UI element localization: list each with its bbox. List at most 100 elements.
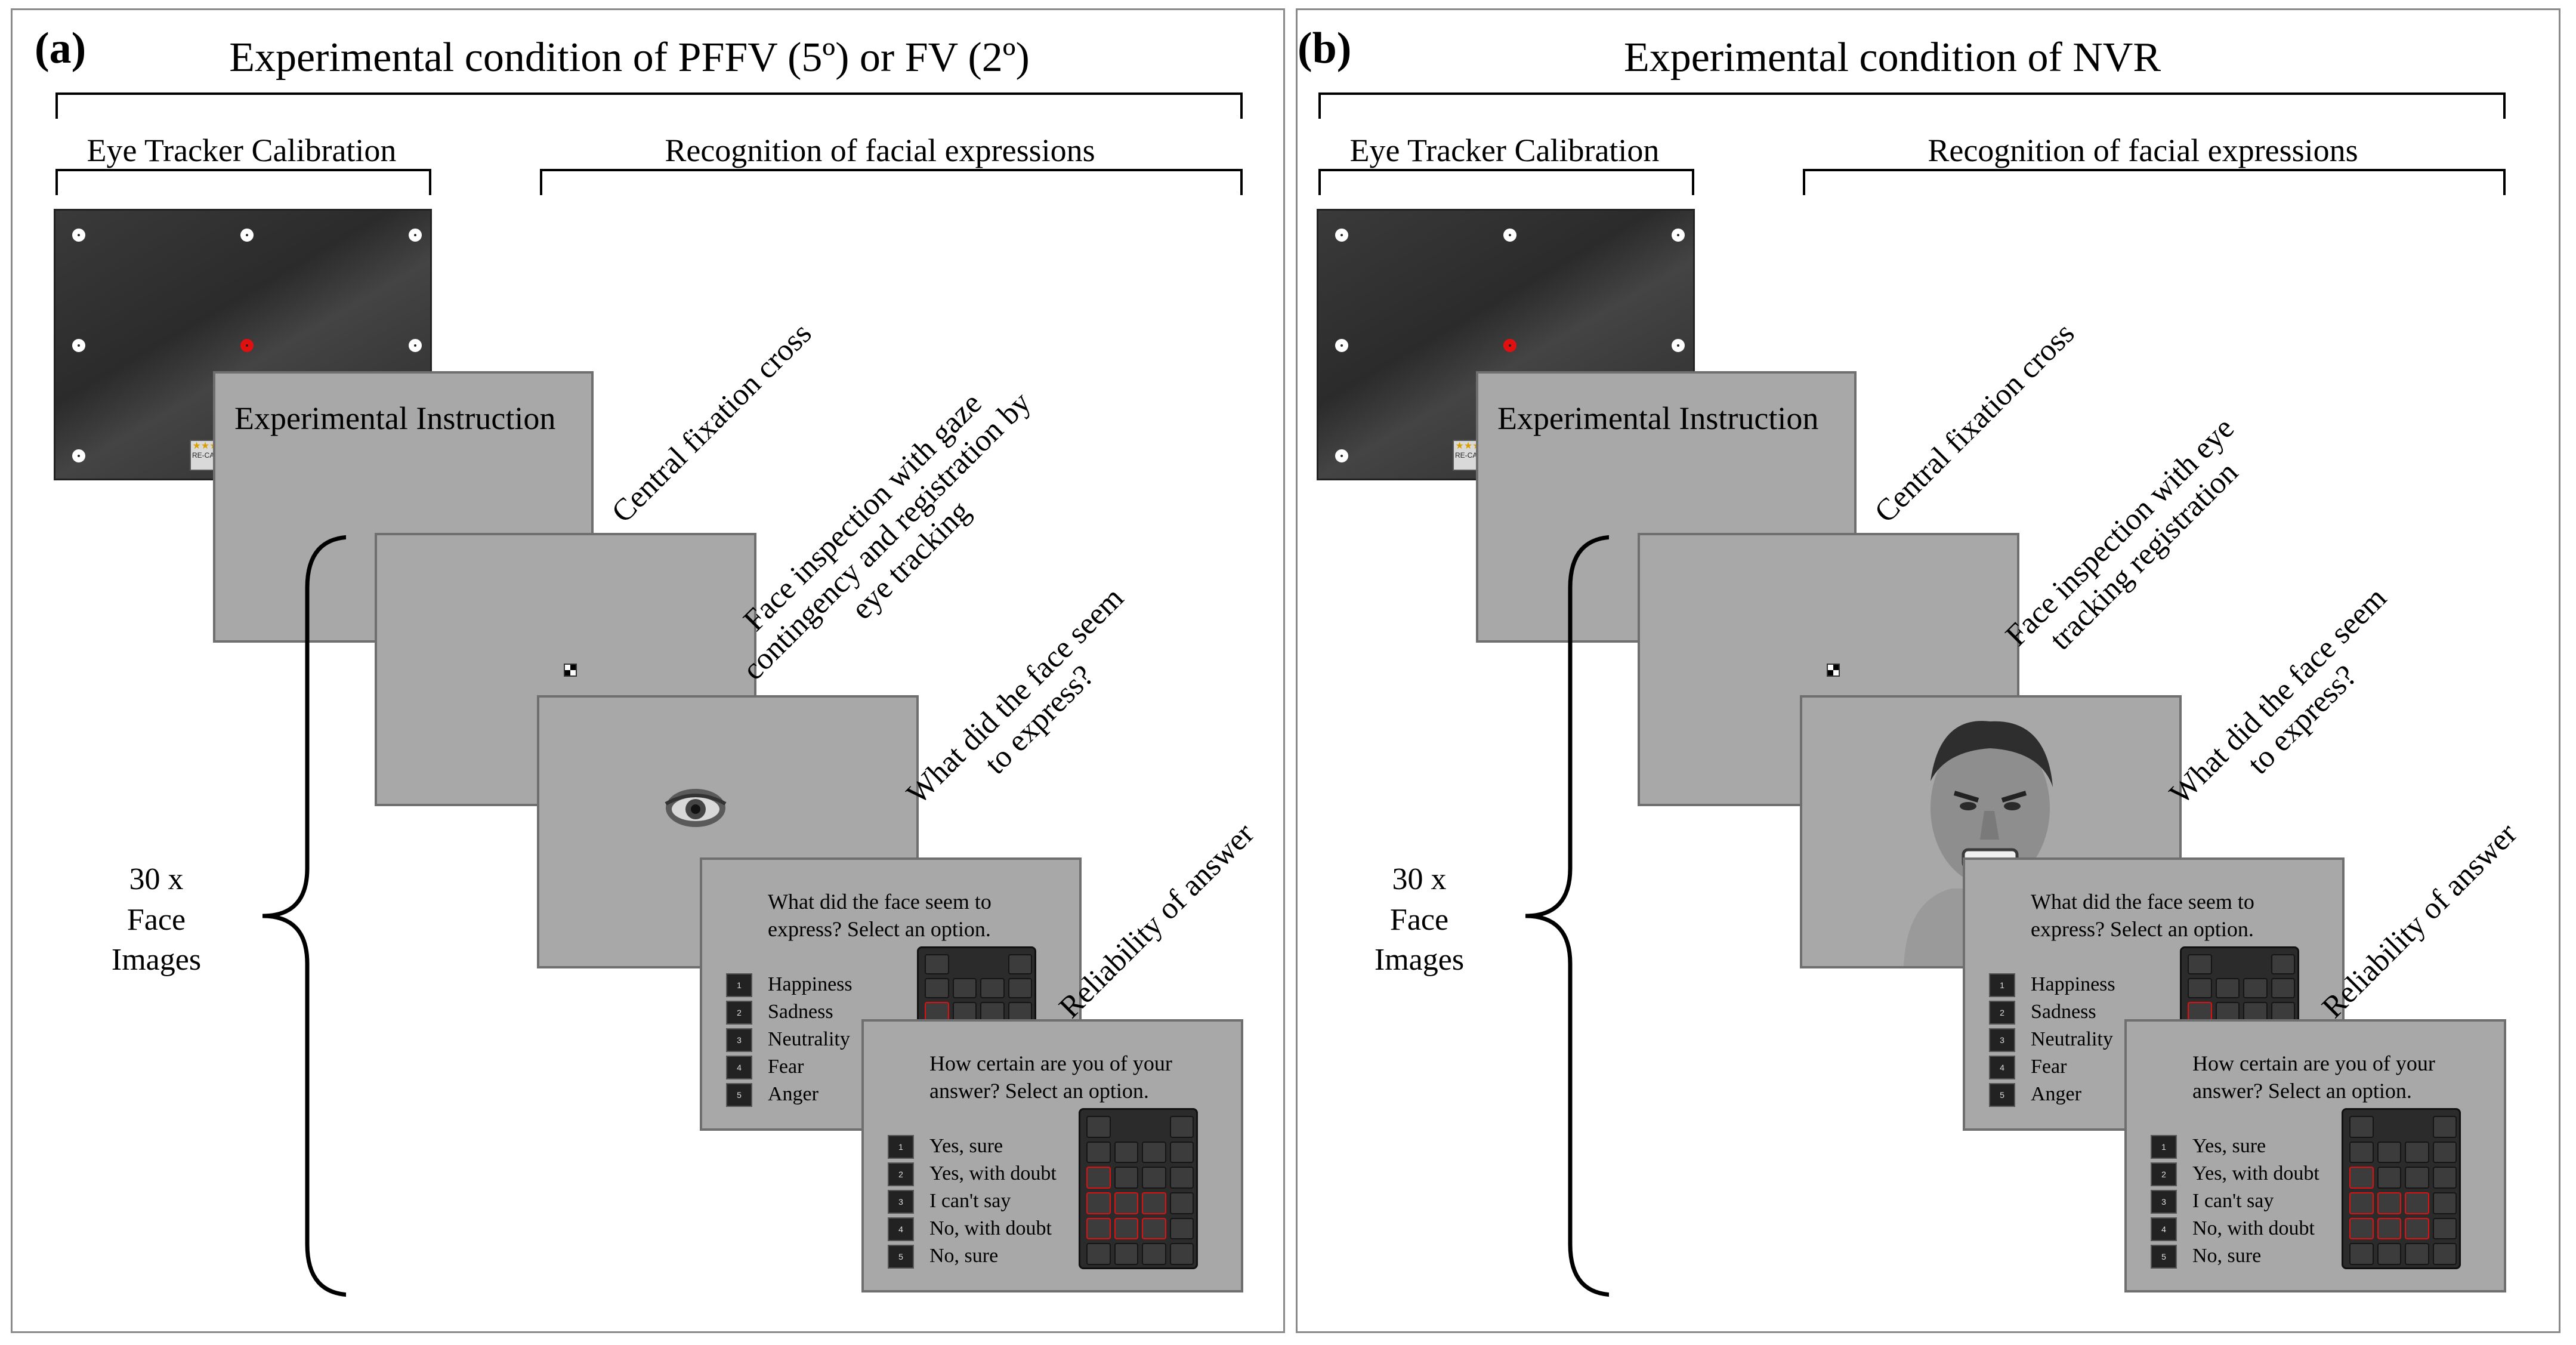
option-label: No, with doubt [2192, 1217, 2315, 1239]
keypad-key [1114, 1243, 1138, 1265]
keypad-key [1086, 1141, 1111, 1164]
option-key[interactable]: 1 [1989, 973, 2015, 997]
option-key[interactable]: 4 [888, 1217, 914, 1241]
keypad-key [1008, 978, 1032, 999]
calibration-bracket [55, 169, 431, 195]
panel-letter: (a) [35, 24, 87, 73]
recal-label: RE-CAL [1454, 451, 1481, 459]
condition-title: Experimental condition of PFFV (5º) or F… [229, 35, 1030, 81]
option-key[interactable]: 1 [726, 973, 752, 997]
repeat-label-line: 30 x [1392, 862, 1447, 896]
option-label: I can't say [2192, 1190, 2274, 1212]
condition-bracket [55, 92, 1243, 119]
prompt-line: answer? Select an option. [2192, 1079, 2412, 1103]
prompt-line: express? Select an option. [768, 917, 991, 941]
keypad-key [1142, 1141, 1166, 1164]
option-label: Neutrality [2031, 1028, 2113, 1050]
option-key[interactable]: 3 [2151, 1190, 2177, 1214]
keypad-key [2432, 1116, 2457, 1138]
prompt-line: What did the face seem to [2031, 890, 2254, 914]
calibration-point-icon [72, 339, 85, 352]
calibration-label: Eye Tracker Calibration [87, 132, 397, 168]
option-key[interactable]: 4 [1989, 1056, 2015, 1079]
keypad-key [1114, 1192, 1138, 1214]
option-label: Yes, with doubt [2192, 1162, 2319, 1184]
option-key[interactable]: 5 [2151, 1245, 2177, 1269]
calibration-bracket [1318, 169, 1694, 195]
option-label: No, with doubt [929, 1217, 1052, 1239]
keypad-key [1169, 1141, 1194, 1164]
keypad-key [2349, 1167, 2374, 1189]
option-key[interactable]: 5 [726, 1083, 752, 1107]
option-label: Anger [768, 1083, 818, 1105]
option-key[interactable]: 3 [888, 1190, 914, 1214]
repeat-label-line: Face [1389, 902, 1449, 937]
calibration-point-icon [1672, 229, 1685, 242]
option-key[interactable]: 1 [888, 1135, 914, 1159]
keypad-key [2405, 1141, 2429, 1164]
option-key[interactable]: 3 [726, 1028, 752, 1052]
keypad-key [1169, 1116, 1194, 1138]
option-key[interactable]: 2 [888, 1162, 914, 1186]
calibration-point-icon [1672, 339, 1685, 352]
keypad-key [925, 954, 949, 975]
calibration-point-icon [409, 339, 422, 352]
quality-stars-icon: ★★★ [1455, 441, 1481, 451]
option-label: Yes, with doubt [929, 1162, 1057, 1184]
option-label: No, sure [929, 1245, 999, 1267]
option-key[interactable]: 2 [726, 1001, 752, 1025]
keypad-key [2377, 1141, 2401, 1164]
option-key[interactable]: 5 [1989, 1083, 2015, 1107]
calibration-point-icon [1503, 229, 1516, 242]
keypad-key [2405, 1192, 2429, 1214]
keypad-key [2271, 1002, 2295, 1023]
option-key[interactable]: 5 [888, 1245, 914, 1269]
calibration-label: Eye Tracker Calibration [1349, 132, 1660, 168]
eye-stimulus-icon [665, 789, 727, 827]
option-key[interactable]: 4 [726, 1056, 752, 1079]
keypad-key [2377, 1167, 2401, 1189]
option-key[interactable]: 3 [1989, 1028, 2015, 1052]
option-label: Happiness [768, 973, 853, 995]
option-label: I can't say [929, 1190, 1011, 1212]
keypad-key [1142, 1167, 1166, 1189]
numeric-keypad-icon [1079, 1108, 1198, 1269]
fixation-cross-icon [564, 664, 577, 677]
recognition-bracket [540, 169, 1243, 195]
calibration-point-icon [240, 229, 254, 242]
calibration-point-icon [1335, 339, 1348, 352]
keypad-key [2349, 1116, 2374, 1138]
calibration-point-icon [72, 229, 85, 242]
calibration-point-icon [1335, 229, 1348, 242]
keypad-key [2349, 1243, 2374, 1265]
keypad-key [2188, 978, 2212, 999]
panel-letter: (b) [1298, 24, 1352, 73]
keypad-key [1008, 954, 1032, 975]
option-key[interactable]: 2 [1989, 1001, 2015, 1025]
keypad-key [925, 978, 949, 999]
prompt-line: How certain are you of your [929, 1051, 1172, 1075]
keypad-key [1086, 1167, 1111, 1189]
keypad-key [1169, 1217, 1194, 1240]
keypad-key [1169, 1167, 1194, 1189]
repeat-label-line: Images [1374, 943, 1465, 977]
keypad-key [925, 1002, 949, 1023]
keypad-key [1169, 1192, 1194, 1214]
option-label: Sadness [768, 1001, 833, 1023]
keypad-key [2271, 978, 2295, 999]
option-label: Fear [768, 1056, 804, 1078]
option-key[interactable]: 1 [2151, 1135, 2177, 1159]
recal-label: RE-CAL [191, 451, 218, 459]
keypad-key [1086, 1217, 1111, 1240]
keypad-key [1142, 1217, 1166, 1240]
option-key[interactable]: 4 [2151, 1217, 2177, 1241]
recognition-bracket [1803, 169, 2506, 195]
option-label: Sadness [2031, 1001, 2096, 1023]
option-key[interactable]: 2 [2151, 1162, 2177, 1186]
prompt-line: express? Select an option. [2031, 917, 2254, 941]
keypad-key [2405, 1217, 2429, 1240]
